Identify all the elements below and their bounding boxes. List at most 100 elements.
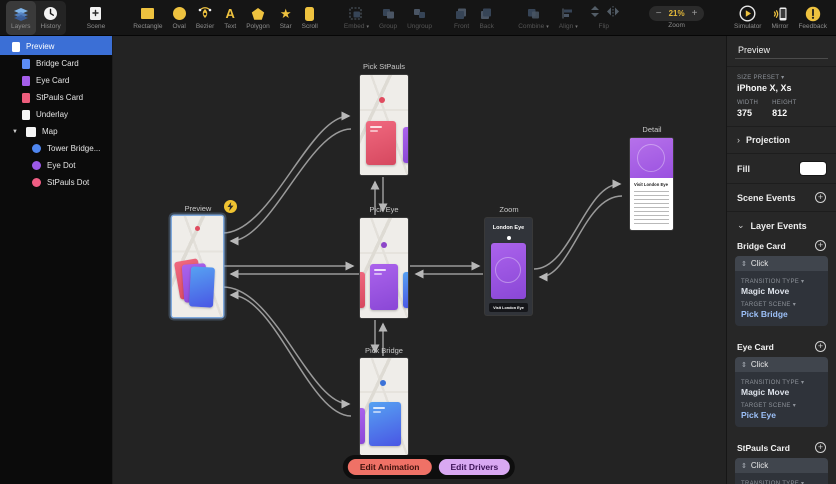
map-pin: [379, 97, 385, 103]
width-value[interactable]: 375: [737, 108, 753, 118]
height-value[interactable]: 812: [772, 108, 788, 118]
scene-button[interactable]: Scene: [82, 1, 110, 35]
caret-down-icon: ▾: [801, 279, 805, 285]
scene-events-badge[interactable]: [224, 200, 237, 213]
tab-history[interactable]: History: [36, 1, 66, 35]
size-preset-dropdown[interactable]: SIZE PRESET ▾: [737, 75, 785, 81]
zoom-screen-title: London Eye: [492, 225, 525, 231]
tool-oval[interactable]: Oval: [167, 1, 190, 35]
layer-swatch: [26, 126, 36, 137]
tool-text[interactable]: A Text: [224, 6, 237, 30]
canvas-footer-bar: Edit Animation Edit Drivers: [342, 455, 516, 479]
scene-events-section: Scene Events +: [727, 184, 836, 211]
mirror-phone-icon: [772, 6, 788, 22]
transition-type-dropdown[interactable]: TRANSITION TYPE ▾: [741, 279, 805, 285]
layers-icon: [13, 6, 29, 22]
bring-front-icon: [454, 6, 469, 22]
event-trigger-dropdown[interactable]: ⇕ Click: [735, 256, 828, 271]
layer-row-eye-card[interactable]: Eye Card: [0, 72, 112, 89]
feedback-alert-icon: [805, 6, 821, 22]
layer-row-map[interactable]: ▼ Map: [12, 126, 58, 137]
layer-row-preview[interactable]: Preview: [0, 36, 112, 55]
size-preset-value[interactable]: iPhone X, Xs: [737, 83, 792, 93]
caret-down-icon: ▾: [801, 481, 805, 484]
screen-pick-stpauls[interactable]: [360, 75, 408, 175]
add-layer-event-button[interactable]: +: [815, 341, 826, 352]
layer-row-bridge-card[interactable]: Bridge Card: [0, 55, 112, 72]
ungroup-icon: [412, 6, 427, 22]
layer-events-section[interactable]: ⌄Layer Events: [737, 220, 807, 231]
caret-down-icon: ▾: [781, 75, 785, 81]
layer-row-eye-dot[interactable]: Eye Dot: [0, 157, 112, 174]
caret-down-icon: ▾: [792, 302, 797, 308]
connection-wires: [222, 111, 623, 417]
transition-type-dropdown[interactable]: TRANSITION TYPE ▾: [741, 480, 822, 484]
size-preset-block: SIZE PRESET ▾ iPhone X, Xs WIDTH 375 HEI…: [727, 67, 836, 126]
simulator-play-icon: [739, 5, 756, 22]
tool-scroll[interactable]: Scroll: [297, 1, 323, 35]
page-dot: [506, 236, 511, 240]
combine-icon: [526, 6, 541, 22]
updown-arrows-icon: ⇕: [741, 361, 747, 369]
event-group-bridge-card: Bridge Card + ⇕ Click TRANSITION TYPE ▾ …: [727, 233, 836, 326]
bridge-card-thumb: [403, 272, 408, 308]
caret-down-icon: ▾: [546, 23, 549, 30]
screen-detail[interactable]: Visit London Eye: [630, 138, 673, 230]
event-trigger-dropdown[interactable]: ⇕ Click: [735, 458, 828, 473]
layer-row-stpauls-dot[interactable]: StPauls Dot: [0, 174, 112, 191]
target-scene-dropdown[interactable]: TARGET SCENE ▾: [741, 403, 797, 409]
layer-swatch: [12, 41, 20, 52]
tab-layers[interactable]: Layers: [6, 0, 36, 35]
tool-bezier[interactable]: Bezier: [191, 1, 219, 35]
event-trigger-dropdown[interactable]: ⇕ Click: [735, 357, 828, 372]
tab-history-label: History: [40, 22, 61, 30]
screen-pick-bridge[interactable]: [360, 358, 408, 455]
add-layer-event-button[interactable]: +: [815, 442, 826, 453]
group-button: Group: [374, 1, 402, 35]
scene-canvas[interactable]: Preview Pick StPauls Pick Eye: [113, 36, 726, 484]
mirror-button[interactable]: Mirror: [766, 1, 793, 35]
combine-button: Combine▾: [513, 1, 554, 35]
bezier-pen-icon: [198, 6, 212, 22]
map-pin: [380, 380, 386, 386]
layer-swatch: [22, 109, 30, 120]
layer-dot-swatch: [32, 161, 41, 170]
feedback-button[interactable]: Feedback: [793, 1, 832, 35]
text-icon: A: [225, 6, 235, 21]
zoom-in-button[interactable]: +: [691, 7, 698, 19]
chevron-right-icon: ›: [737, 135, 740, 145]
panel-switcher: Layers History: [6, 0, 66, 35]
screen-preview[interactable]: [172, 216, 223, 317]
screen-label-pick-bridge: Pick Bridge: [365, 346, 403, 355]
target-scene-dropdown[interactable]: TARGET SCENE ▾: [741, 302, 797, 308]
layer-row-stpauls-card[interactable]: StPauls Card: [0, 89, 112, 106]
tool-polygon[interactable]: Polygon: [241, 1, 275, 35]
screen-zoom[interactable]: London Eye Visit London Eye: [485, 218, 532, 315]
layer-row-underlay[interactable]: Underlay: [0, 106, 112, 123]
add-layer-event-button[interactable]: +: [815, 240, 826, 251]
caret-down-icon: ▾: [575, 23, 578, 30]
scroll-icon: [305, 6, 315, 22]
edit-animation-button[interactable]: Edit Animation: [347, 459, 432, 475]
align-icon: [561, 6, 575, 22]
projection-section[interactable]: ›Projection: [737, 135, 791, 145]
polygon-icon: [251, 6, 265, 22]
layer-row-tower-bridge-dot[interactable]: Tower Bridge...: [0, 140, 112, 157]
simulator-button[interactable]: Simulator: [729, 1, 766, 35]
tool-rectangle[interactable]: Rectangle: [128, 1, 167, 35]
add-scene-event-button[interactable]: +: [815, 192, 826, 203]
updown-arrows-icon: ⇕: [741, 260, 747, 268]
ungroup-button: Ungroup: [402, 1, 437, 35]
scene-name-input[interactable]: Preview: [735, 43, 828, 59]
toolbar: Layers History Scene Rectangle Oval: [0, 0, 836, 36]
zoom-out-button[interactable]: −: [655, 7, 662, 19]
fill-color-swatch[interactable]: [800, 162, 826, 175]
screen-label-pick-stpauls: Pick StPauls: [362, 62, 406, 71]
tool-star[interactable]: ★ Star: [279, 6, 292, 30]
screen-pick-eye[interactable]: [360, 218, 408, 318]
caret-down-icon: ▾: [792, 403, 797, 409]
scene-icon: [89, 6, 102, 22]
edit-drivers-button[interactable]: Edit Drivers: [438, 459, 511, 475]
disclosure-triangle-icon[interactable]: ▼: [12, 128, 18, 135]
transition-type-dropdown[interactable]: TRANSITION TYPE ▾: [741, 380, 805, 386]
